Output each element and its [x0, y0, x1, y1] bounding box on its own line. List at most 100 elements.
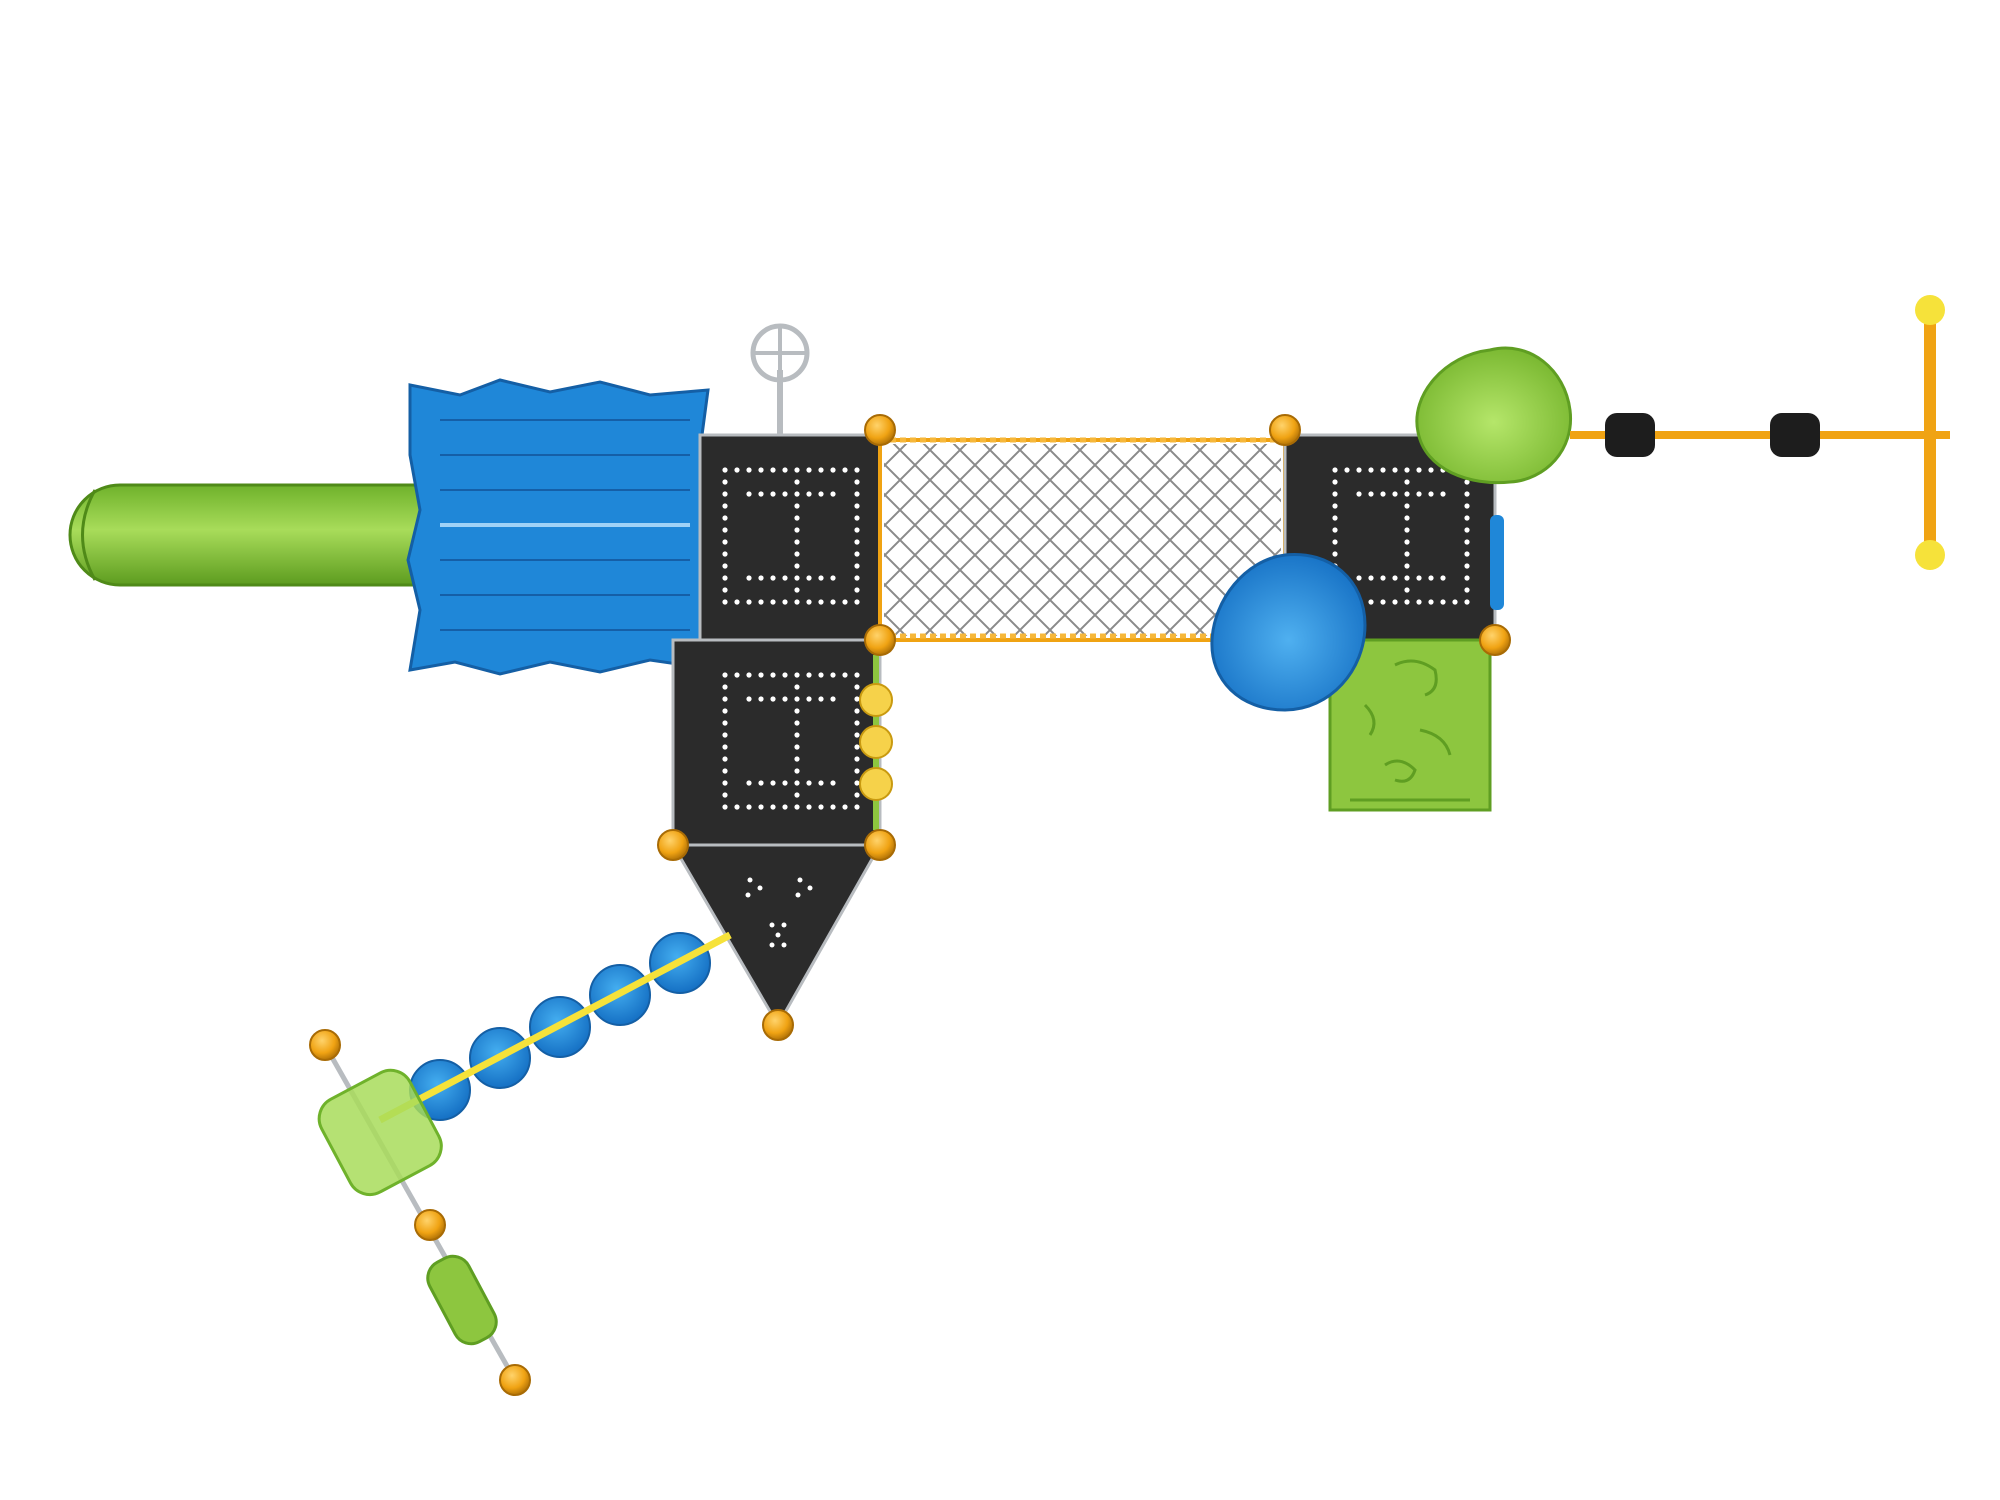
perforation: [1464, 551, 1470, 557]
deck-1: [698, 433, 882, 642]
green-canopy: [1415, 346, 1573, 485]
deck-1-perforations: [722, 467, 860, 605]
perforation: [722, 792, 728, 798]
perforation: [722, 503, 728, 509]
perforation: [854, 515, 860, 521]
perforation: [830, 804, 836, 810]
perforation: [854, 551, 860, 557]
perforation: [806, 672, 812, 678]
perforation: [854, 744, 860, 750]
disc-climber-rail-front: [378, 931, 732, 1124]
perforation: [1416, 467, 1422, 473]
perforation: [770, 696, 776, 702]
perforation: [854, 756, 860, 762]
perforation: [1464, 575, 1470, 581]
perforation: [1380, 599, 1386, 605]
perforation: [1380, 491, 1386, 497]
perforation: [806, 575, 812, 581]
perforation: [746, 672, 752, 678]
perforation: [854, 587, 860, 593]
perforation: [734, 672, 740, 678]
perforation: [794, 515, 800, 521]
perforation: [1464, 563, 1470, 569]
post-cap: [414, 1209, 446, 1241]
perforation: [806, 696, 812, 702]
perforation: [818, 467, 824, 473]
perforation: [1404, 515, 1410, 521]
perforation: [1464, 515, 1470, 521]
perforation: [830, 491, 836, 497]
post-cap: [864, 829, 896, 861]
perforation: [1464, 587, 1470, 593]
perforation: [1440, 491, 1446, 497]
perforation: [1440, 575, 1446, 581]
perforation: [722, 684, 728, 690]
net-bridge: [878, 437, 1287, 642]
overhead-ladder-cap-top: [1915, 295, 1945, 325]
perforation: [770, 575, 776, 581]
perforation: [818, 804, 824, 810]
perforation: [722, 599, 728, 605]
perforation: [1404, 479, 1410, 485]
perforation: [782, 467, 788, 473]
perforation: [722, 527, 728, 533]
perforation: [854, 696, 860, 702]
deck-3: [1283, 433, 1504, 642]
perforation: [794, 599, 800, 605]
perforation: [806, 467, 812, 473]
overhead-ladder-cap-bottom: [1915, 540, 1945, 570]
perforation: [794, 551, 800, 557]
perforation: [842, 599, 848, 605]
blue-canopy: [1210, 552, 1367, 712]
perforation: [734, 804, 740, 810]
spring-step-pad: [317, 1068, 443, 1197]
perforation: [818, 672, 824, 678]
overhead-ladder-grip: [1605, 413, 1655, 457]
perforation: [1464, 503, 1470, 509]
perforation: [1428, 575, 1434, 581]
perforation: [734, 599, 740, 605]
perforation: [782, 575, 788, 581]
perforation: [842, 672, 848, 678]
wave-slide-ridges: [440, 419, 690, 631]
perforation: [794, 491, 800, 497]
perforation: [1416, 575, 1422, 581]
perforation: [794, 479, 800, 485]
perforation: [854, 804, 860, 810]
perforation: [842, 467, 848, 473]
perforation: [794, 527, 800, 533]
perforation: [758, 491, 764, 497]
perforation: [794, 587, 800, 593]
perforation: [1332, 491, 1338, 497]
perforation: [758, 467, 764, 473]
perforation: [746, 575, 752, 581]
perforation: [1356, 491, 1362, 497]
perforation: [722, 467, 728, 473]
perforation: [770, 491, 776, 497]
perforation: [854, 539, 860, 545]
perforation: [722, 672, 728, 678]
perforation: [758, 599, 764, 605]
perforation: [854, 467, 860, 473]
deck-1-surface: [698, 433, 882, 642]
perforation: [854, 575, 860, 581]
perforation: [1404, 503, 1410, 509]
perforation: [1392, 491, 1398, 497]
overhead-ladder: [1570, 295, 1950, 570]
perforation: [722, 551, 728, 557]
perforation: [794, 804, 800, 810]
perforation: [854, 527, 860, 533]
perforation: [854, 479, 860, 485]
bead: [859, 725, 893, 759]
perforation: [782, 696, 788, 702]
perforation: [1404, 551, 1410, 557]
perforation: [770, 599, 776, 605]
perforation: [818, 491, 824, 497]
perforation: [818, 780, 824, 786]
perforation: [854, 672, 860, 678]
perforation: [1416, 491, 1422, 497]
perforation: [1392, 599, 1398, 605]
perforation: [770, 804, 776, 810]
perforation: [794, 696, 800, 702]
deck-2: [671, 638, 882, 847]
